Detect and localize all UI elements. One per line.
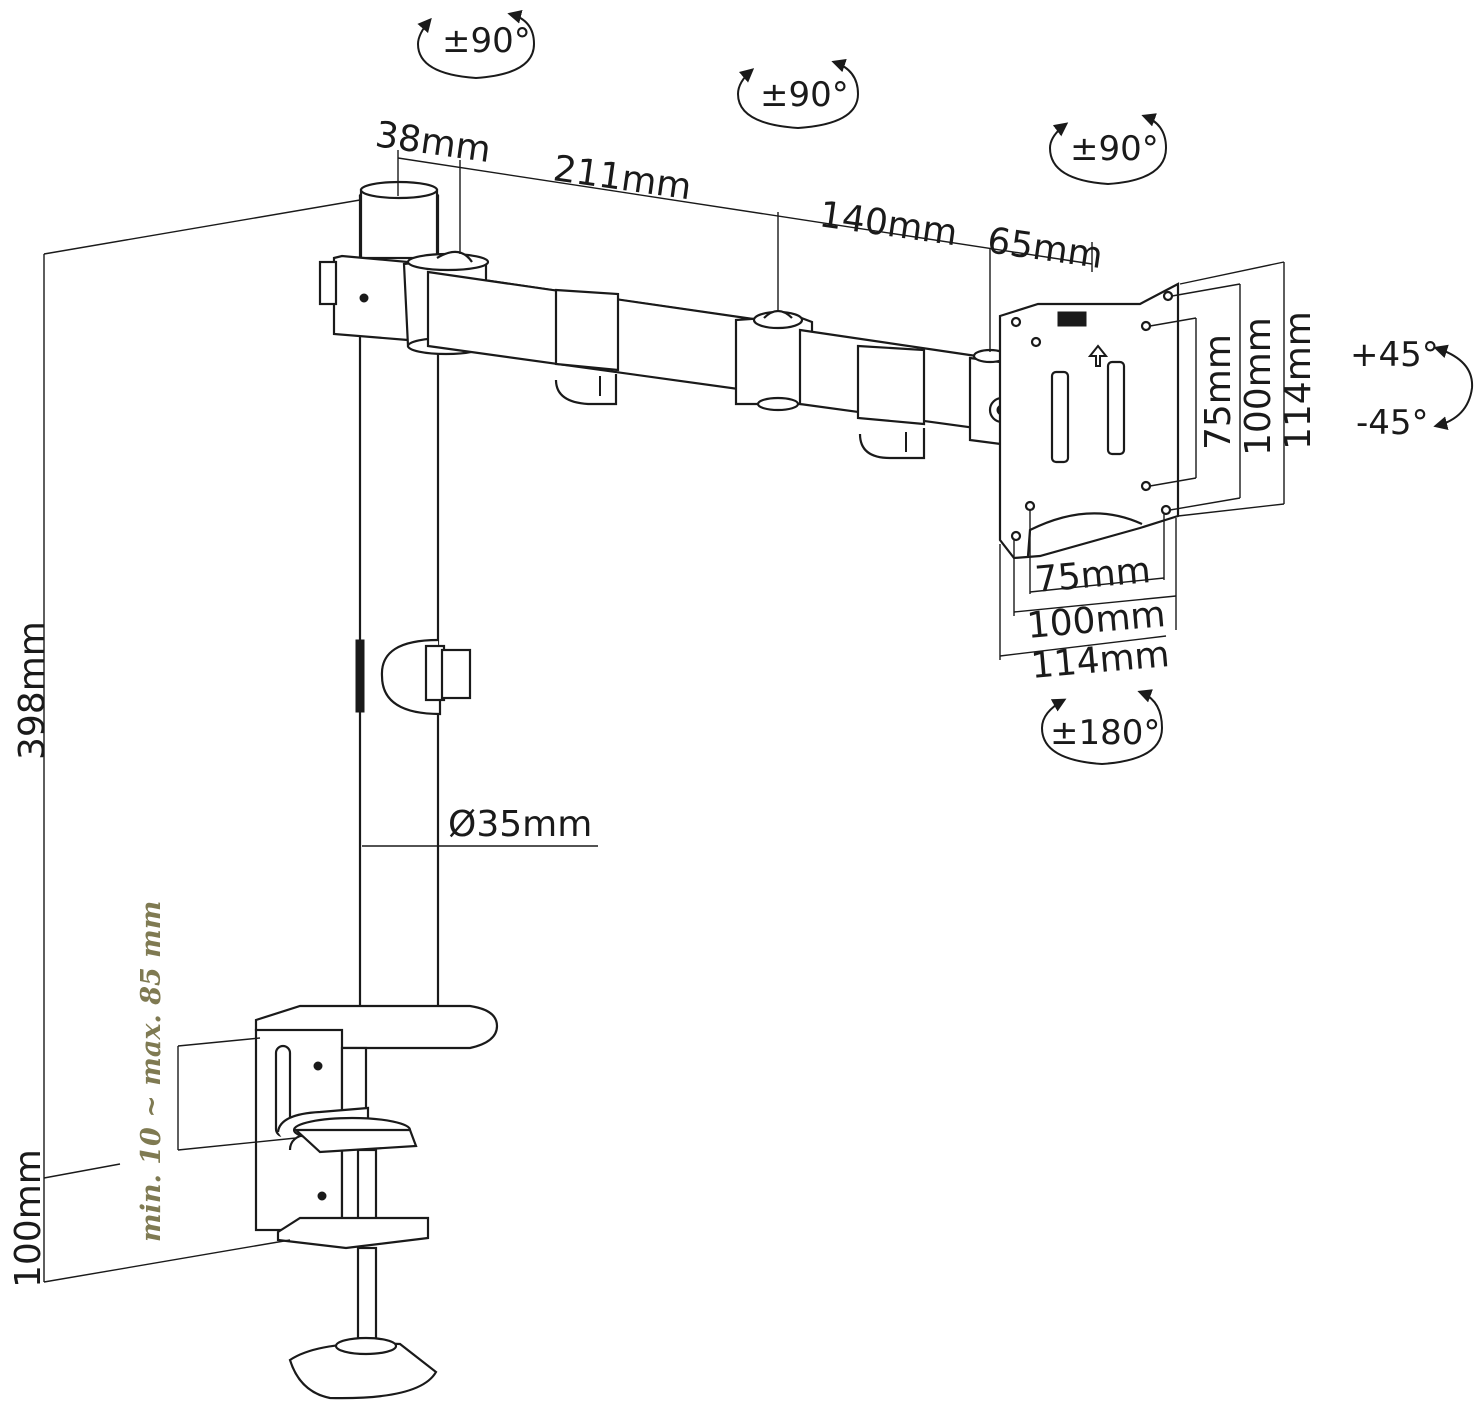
clamp-range-label: min. 10 ~ max. 85 mm [136,901,167,1242]
tilt-down-label: -45° [1356,403,1429,443]
arm1-length-label: 211mm [551,148,694,208]
head-offset-label: 65mm [985,220,1106,277]
dimension-lines [43,150,1285,1283]
rotation-indicators [416,9,1474,766]
arm2-length-label: 140mm [817,194,960,254]
clamp-height-label: 100mm [8,1149,49,1288]
rotation-arm-joint-label: ±90° [760,75,849,115]
height-label: 398mm [12,621,53,760]
vesa-vertical-100-label: 100mm [1238,317,1279,456]
vesa-horizontal-75-label: 75mm [1033,550,1152,601]
pole-offset-label: 38mm [373,114,494,171]
tilt-up-label: +45° [1350,335,1439,375]
pole-diameter-label: Ø35mm [448,804,592,845]
clamp-assembly [254,1004,499,1400]
rotation-pole-top-label: ±90° [442,21,531,61]
rotation-swivel-label: ±180° [1050,713,1160,753]
vesa-vertical-114-label: 114mm [1278,311,1319,450]
cable-clip [380,638,472,716]
vesa-vertical-75-label: 75mm [1198,334,1239,450]
rotation-head-label: ±90° [1070,129,1159,169]
